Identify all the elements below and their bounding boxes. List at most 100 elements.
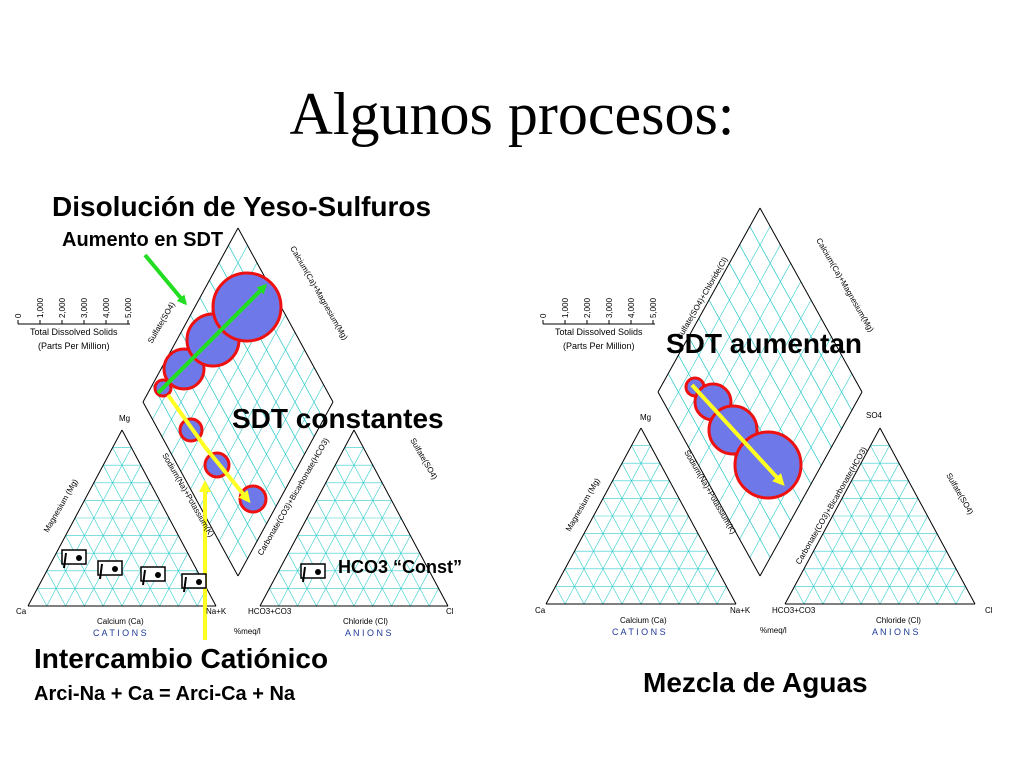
tds-tick-1000: 1,000	[36, 297, 45, 318]
slide-title: Algunos procesos:	[289, 81, 735, 147]
grid-line	[841, 480, 909, 605]
frame-line	[784, 427, 881, 605]
grid-line	[46, 447, 132, 607]
grid-line	[121, 517, 170, 607]
cation-exchange-marker-icon	[61, 549, 87, 569]
tds-tick-5000: 5,000	[124, 297, 133, 318]
grid-line	[334, 465, 411, 607]
grid-line	[851, 480, 919, 605]
frame-line	[759, 207, 863, 393]
frame-line	[640, 427, 737, 605]
hco3-vertex-label: HCO3+CO3	[248, 607, 292, 616]
frame-line	[259, 429, 355, 607]
cation-exchange-title: Intercambio Catiónico	[34, 643, 329, 674]
grid-line	[316, 482, 383, 607]
grid-line	[269, 588, 280, 607]
grid-line	[344, 447, 430, 607]
dissolution-subtitle: Aumento en SDT	[62, 229, 224, 251]
grid-line	[813, 551, 843, 605]
sdt-increase-label: SDT aumentan	[666, 328, 863, 359]
tds-legend-unit: (Parts Per Million)	[563, 341, 635, 351]
tds-legend-title: Total Dissolved Solids	[555, 327, 643, 337]
grid-line	[760, 208, 842, 392]
grid-line	[65, 465, 142, 607]
grid-line	[159, 553, 189, 607]
grid-line	[678, 551, 708, 605]
tds-tick-4000: 4,000	[627, 297, 636, 318]
meq-label: %meq/l	[234, 627, 261, 636]
grid-line	[794, 586, 805, 605]
tds-tick-4000: 4,000	[102, 297, 111, 318]
grid-line	[297, 465, 374, 607]
frame-line	[237, 227, 334, 403]
hco3-const-label: HCO3 “Const”	[338, 557, 463, 577]
grid-line	[822, 463, 900, 605]
grid-line	[278, 447, 364, 607]
calcium-axis-label: Calcium (Ca)	[620, 616, 667, 625]
frame-line	[142, 401, 239, 577]
tds-tick-3000: 3,000	[605, 297, 614, 318]
dissolution-pointer-arrow	[143, 253, 187, 306]
sulfate-right-axis-label: Sulfate(SO4)	[944, 472, 975, 517]
sdt-constant-trend-arrow	[166, 393, 251, 504]
grid-line	[84, 482, 151, 607]
tds-tick-3000: 3,000	[80, 297, 89, 318]
hco3-marker-icon	[300, 563, 326, 583]
cl-vertex-label: Cl	[985, 606, 993, 615]
mg-vertex-label: Mg	[119, 414, 130, 423]
grid-line	[860, 463, 938, 605]
process-arrows	[143, 253, 785, 640]
chloride-axis-label: Chloride (Cl)	[876, 616, 921, 625]
ca-vertex-label: Ca	[16, 607, 27, 616]
sulfate-left-axis-label: Sulfate(SO4)	[146, 300, 177, 345]
grid-line	[640, 515, 689, 605]
frame-line	[237, 401, 334, 577]
grid-line	[37, 588, 48, 607]
frame-line	[657, 391, 761, 577]
grid-line	[749, 226, 853, 411]
grid-line	[803, 445, 890, 605]
sulfate-right-axis-label: Sulfate(SO4)	[408, 437, 439, 482]
grid-line	[678, 208, 760, 392]
grid-line	[879, 515, 928, 605]
frame-line	[545, 427, 642, 605]
grid-line	[612, 480, 680, 605]
calcium-mg-axis-label: Calcium(Ca)+Magnesium(Mg)	[288, 245, 349, 342]
grid-line	[325, 482, 392, 607]
piper-frame-layer	[27, 207, 976, 607]
frame-line	[759, 391, 863, 577]
anions-label: A N I O N S	[872, 627, 919, 637]
magnesium-axis-label: Magnesium (Mg)	[564, 476, 602, 533]
exchange-markers	[61, 549, 326, 593]
frame-line	[27, 429, 123, 607]
frame-line	[353, 429, 449, 607]
nak-vertex-label: Na+K	[730, 606, 751, 615]
frame-line	[142, 227, 239, 403]
grid-line	[621, 463, 699, 605]
dissolution-title: Disolución de Yeso-Sulfuros	[52, 191, 432, 222]
chloride-axis-label: Chloride (Cl)	[343, 617, 388, 626]
grid-line	[353, 517, 402, 607]
sample-circle	[238, 484, 268, 514]
grid-line	[719, 208, 760, 392]
grid-line	[564, 445, 651, 605]
magnesium-axis-label: Magnesium (Mg)	[42, 477, 80, 534]
sample-circle	[211, 271, 283, 343]
grid-line	[729, 263, 832, 448]
water-mixing-label: Mezcla de Aguas	[643, 667, 868, 698]
ca-vertex-label: Ca	[535, 606, 546, 615]
grid-line	[306, 517, 355, 607]
mixing-trend-arrow	[690, 383, 785, 486]
tds-tick-1000: 1,000	[561, 297, 570, 318]
grid-line	[391, 553, 421, 607]
meq-label: %meq/l	[760, 626, 787, 635]
grid-line	[583, 463, 661, 605]
grid-line	[716, 586, 727, 605]
tds-legend-left: 0 1,000 2,000 3,000 4,000 5,000 Total Di…	[10, 290, 140, 360]
tds-tick-0: 0	[14, 313, 23, 318]
cations-label: C A T I O N S	[93, 628, 147, 638]
frame-line	[879, 427, 976, 605]
calcium-mg-axis-label: Calcium(Ca)+Magnesium(Mg)	[814, 237, 875, 334]
